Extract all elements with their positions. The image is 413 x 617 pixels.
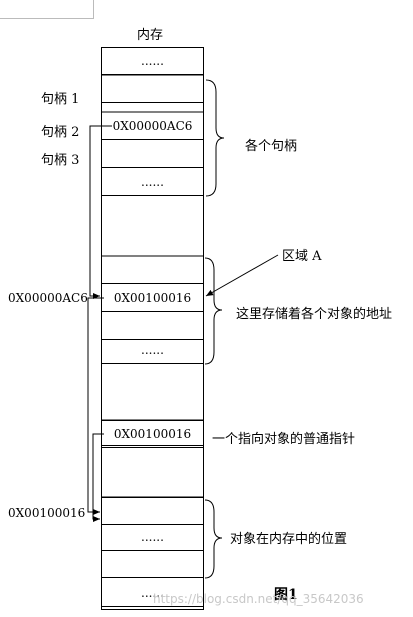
memory-cell-handle2: 0X00000AC6 (101, 112, 204, 140)
handle-2-label: 句柄 2 (41, 125, 80, 140)
region-a-annotation: 区域 A (282, 249, 322, 264)
handle-3-label: 句柄 3 (41, 153, 80, 168)
figure-label: 图1 (274, 587, 298, 603)
object-location-annotation: 对象在内存中的位置 (230, 532, 348, 547)
memory-cell: ...... (101, 336, 204, 364)
memory-cell (101, 256, 204, 284)
memory-cell: ...... (101, 579, 204, 607)
memory-title: 内存 (137, 28, 164, 43)
address-ac6-label: 0X00000AC6 (8, 291, 88, 305)
memory-cell: ...... (101, 168, 204, 196)
watermark: https://blog.csdn.net/qq_35642036 (153, 592, 364, 606)
address-100016-label: 0X00100016 (8, 506, 86, 520)
corner-border (0, 0, 94, 19)
memory-cell-region-a: 0X00100016 (101, 284, 204, 312)
memory-column (101, 47, 204, 610)
handles-annotation: 各个句柄 (245, 139, 298, 154)
memory-cell: ...... (101, 523, 204, 551)
memory-cell (101, 550, 204, 578)
memory-cell (101, 75, 204, 103)
memory-cell (101, 418, 204, 446)
memory-cell (101, 140, 204, 168)
ordinary-pointer-annotation: 一个指向对象的普通指针 (212, 432, 356, 447)
handle-1-label: 句柄 1 (41, 92, 80, 107)
memory-cell (101, 312, 204, 340)
stored-addresses-annotation: 这里存储着各个对象的地址 (236, 307, 393, 322)
